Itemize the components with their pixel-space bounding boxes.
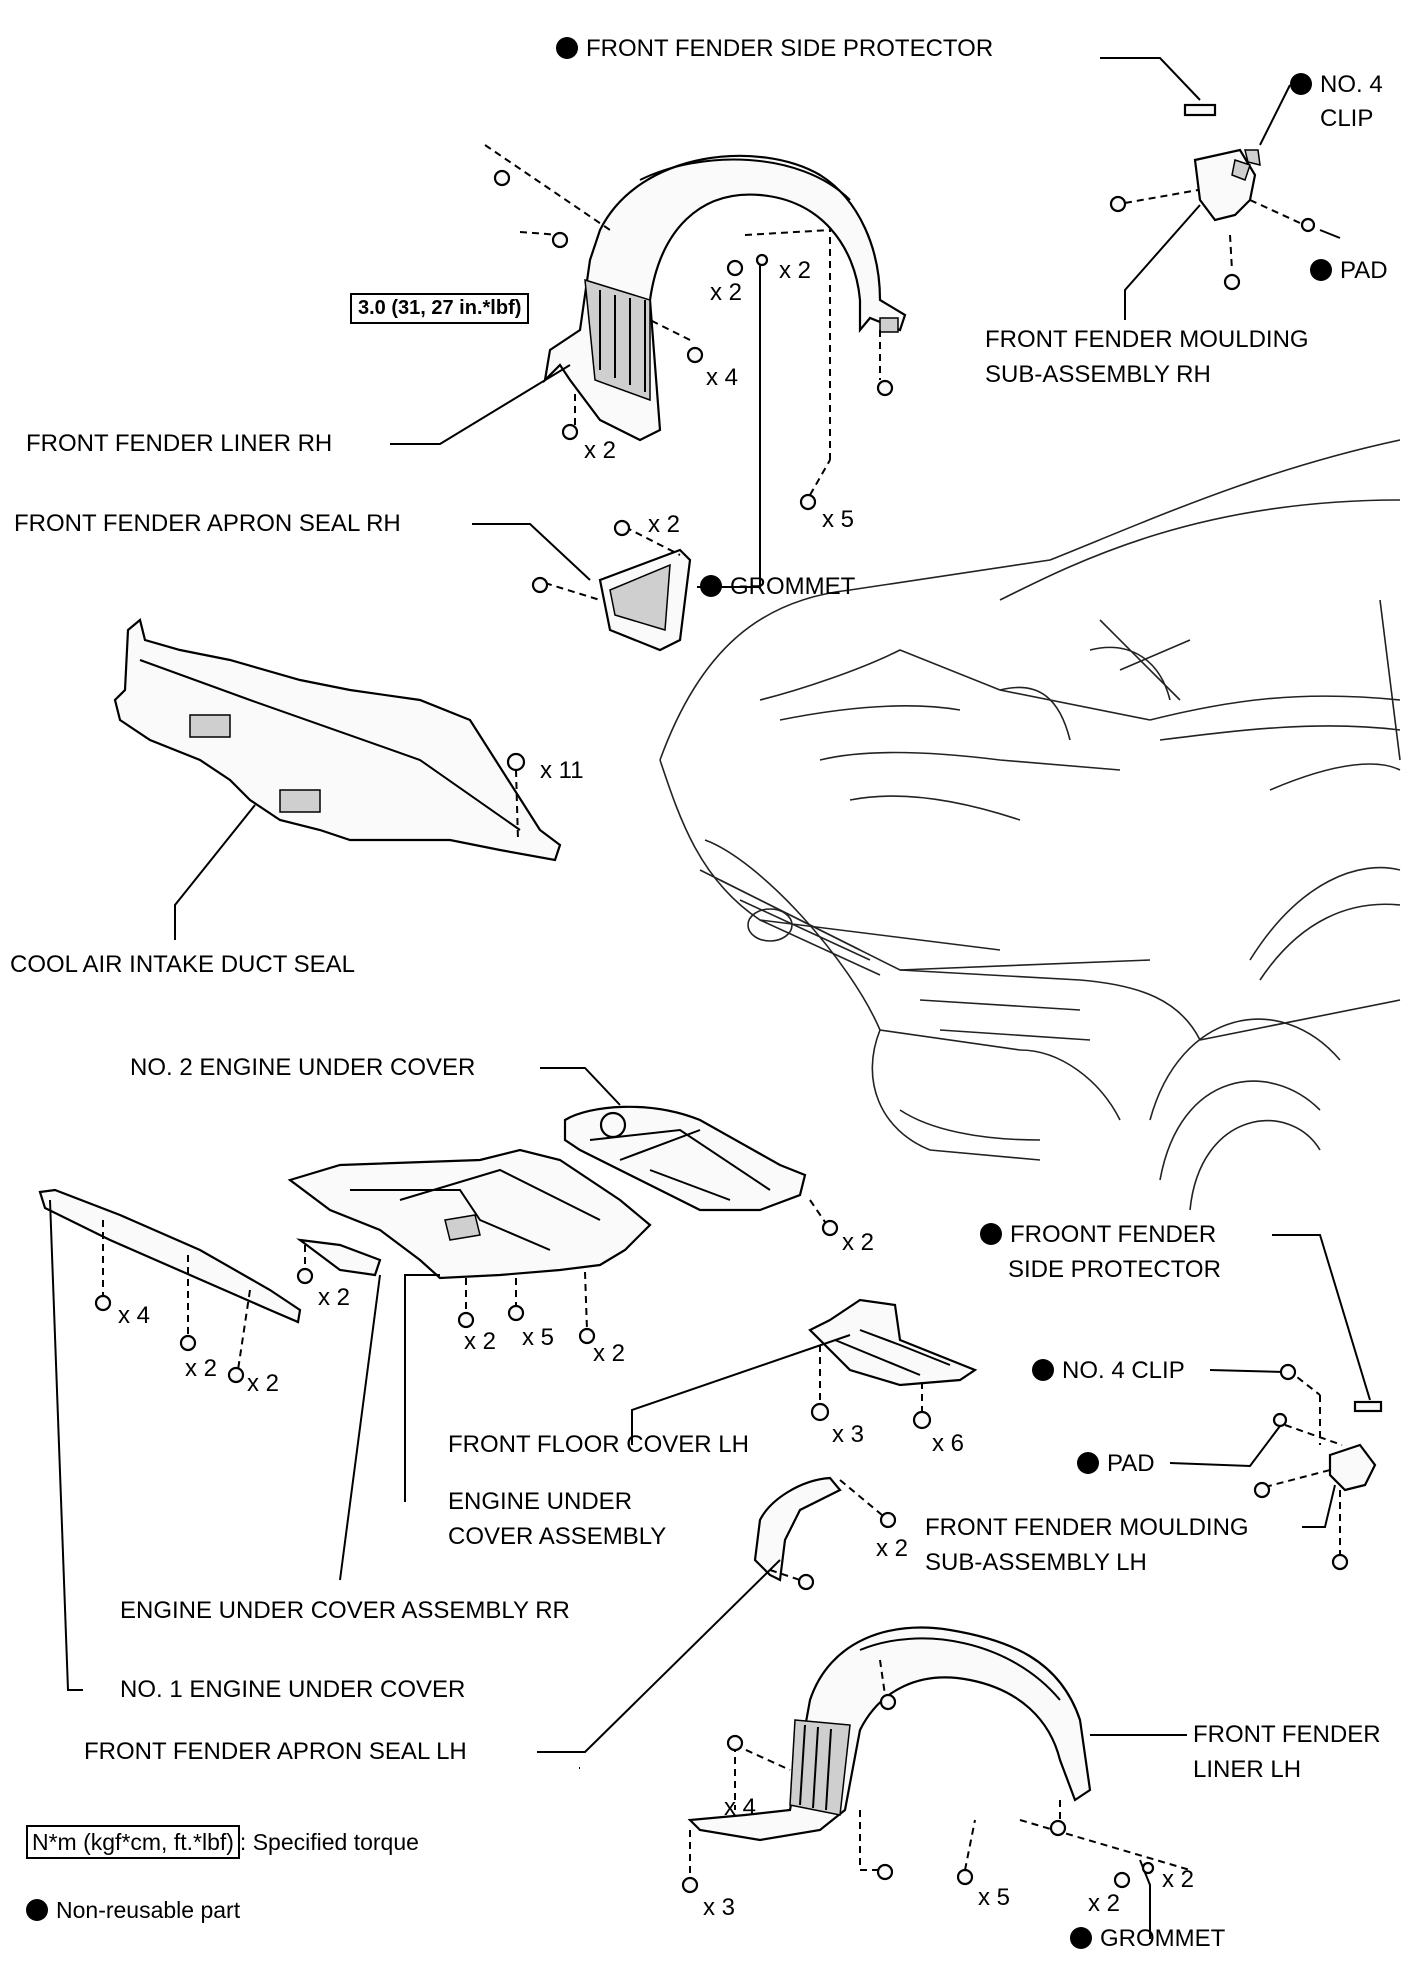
nonreusable-dot-icon	[556, 37, 578, 59]
label-no1-engine-under-cover: NO. 1 ENGINE UNDER COVER	[120, 1676, 466, 1703]
label-front-fender-moulding-lh-line2: SUB-ASSEMBLY LH	[925, 1549, 1147, 1576]
fasteners	[94, 144, 1349, 1894]
pad-bottom-part	[1272, 1412, 1288, 1428]
count-euc-b: x 5	[522, 1324, 555, 1351]
count-no1-b: x 2	[185, 1355, 218, 1382]
nonreusable-dot-icon	[1077, 1452, 1099, 1474]
count-apron-rh: x 2	[648, 511, 681, 538]
no1-engine-under-cover-part	[38, 1188, 302, 1324]
count-rr: x 2	[318, 1284, 351, 1311]
count-liner-rh-c: x 4	[706, 364, 739, 391]
label-front-fender-liner-rh: FRONT FENDER LINER RH	[26, 430, 333, 457]
count-liner-rh-e: x 5	[822, 506, 855, 533]
label-front-fender-moulding-rh: FRONT FENDER MOULDING	[985, 326, 1309, 353]
nonreusable-dot-icon	[1290, 73, 1312, 95]
legend-torque: N*m (kgf*cm, ft.*lbf): Specified torque	[26, 1825, 419, 1859]
nonreusable-dot-icon	[980, 1223, 1002, 1245]
count-liner-lh-e: x 2	[1162, 1866, 1195, 1893]
front-fender-apron-seal-lh-part	[753, 1476, 842, 1582]
legend-torque-unit: N*m (kgf*cm, ft.*lbf)	[26, 1825, 240, 1859]
count-floor-a: x 3	[832, 1421, 865, 1448]
count-euc-a: x 2	[464, 1328, 497, 1355]
front-fender-apron-seal-rh-part	[598, 548, 692, 652]
count-no1-a: x 4	[118, 1302, 151, 1329]
count-liner-rh-d: x 2	[584, 437, 617, 464]
count-apron-lh: x 2	[876, 1535, 909, 1562]
front-fender-side-protector-top-part	[1183, 103, 1217, 117]
label-engine-under-cover-assembly-rr: ENGINE UNDER COVER ASSEMBLY RR	[120, 1597, 570, 1624]
nonreusable-dot-icon	[1032, 1359, 1054, 1381]
label-front-fender-moulding-rh-line2: SUB-ASSEMBLY RH	[985, 361, 1211, 388]
count-duct-seal: x 11	[540, 757, 584, 784]
label-engine-under-cover-assembly: ENGINE UNDER	[448, 1488, 633, 1515]
label-front-floor-cover-lh: FRONT FLOOR COVER LH	[448, 1431, 749, 1458]
count-floor-b: x 6	[932, 1430, 965, 1457]
engine-under-cover-assembly-rr-part	[296, 1238, 382, 1277]
nonreusable-dot-icon	[1070, 1927, 1092, 1949]
count-liner-lh-c: x 5	[978, 1884, 1011, 1911]
label-front-fender-apron-seal-lh: FRONT FENDER APRON SEAL LH	[84, 1738, 467, 1765]
count-liner-lh-b: x 3	[703, 1894, 736, 1921]
front-fender-moulding-rh-part	[1193, 148, 1316, 233]
label-front-fender-moulding-lh: FRONT FENDER MOULDING	[925, 1514, 1249, 1541]
nonreusable-dot-icon	[700, 575, 722, 597]
count-liner-lh-a: x 4	[724, 1794, 757, 1821]
cool-air-intake-duct-seal-part	[113, 618, 562, 862]
count-liner-rh-a: x 2	[710, 279, 743, 306]
label-grommet-top: GROMMET	[700, 572, 855, 602]
label-engine-under-cover-assembly-line2: COVER ASSEMBLY	[448, 1523, 667, 1550]
label-pad-bottom: PAD	[1077, 1449, 1155, 1479]
engine-under-cover-assembly-part	[287, 1148, 652, 1280]
count-liner-rh-b: x 2	[779, 257, 812, 284]
label-no4-clip-top: NO. 4	[1290, 70, 1383, 100]
label-grommet-bottom: GROMMET	[1070, 1924, 1225, 1954]
no2-engine-under-cover-part	[563, 1105, 807, 1212]
nonreusable-dot-icon	[1310, 259, 1332, 281]
legend-nonreusable: Non-reusable part	[26, 1895, 240, 1925]
label-pad-top: PAD	[1310, 256, 1388, 286]
label-no4-clip-bottom: NO. 4 CLIP	[1032, 1356, 1185, 1386]
label-froont-fender-side-protector: FROONT FENDER	[980, 1220, 1216, 1250]
front-fender-side-protector-bottom-part	[1353, 1400, 1383, 1413]
label-cool-air-intake-duct-seal: COOL AIR INTAKE DUCT SEAL	[10, 951, 355, 978]
count-liner-lh-d: x 2	[1088, 1890, 1121, 1917]
legend-torque-text: : Specified torque	[239, 1829, 419, 1855]
label-front-fender-liner-lh-line2: LINER LH	[1193, 1756, 1302, 1783]
nonreusable-dot-icon	[26, 1899, 48, 1921]
front-fender-liner-lh-part	[687, 1626, 1092, 1842]
label-no4-clip-top-line2: CLIP	[1320, 105, 1374, 132]
label-froont-fender-side-protector-line2: SIDE PROTECTOR	[1008, 1256, 1221, 1283]
count-euc-c: x 2	[593, 1340, 626, 1367]
count-no1-c: x 2	[247, 1370, 280, 1397]
label-front-fender-side-protector-top: FRONT FENDER SIDE PROTECTOR	[556, 34, 993, 64]
label-front-fender-apron-seal-rh: FRONT FENDER APRON SEAL RH	[14, 510, 401, 537]
torque-spec-box: 3.0 (31, 27 in.*lbf)	[350, 293, 530, 324]
front-floor-cover-lh-part	[808, 1298, 978, 1387]
vehicle-illustration	[659, 439, 1401, 1211]
front-fender-moulding-lh-part	[1328, 1443, 1377, 1492]
count-no2: x 2	[842, 1229, 875, 1256]
label-no2-engine-under-cover: NO. 2 ENGINE UNDER COVER	[130, 1054, 476, 1081]
label-front-fender-liner-lh: FRONT FENDER	[1193, 1721, 1381, 1748]
front-fender-liner-rh-part	[543, 154, 907, 442]
